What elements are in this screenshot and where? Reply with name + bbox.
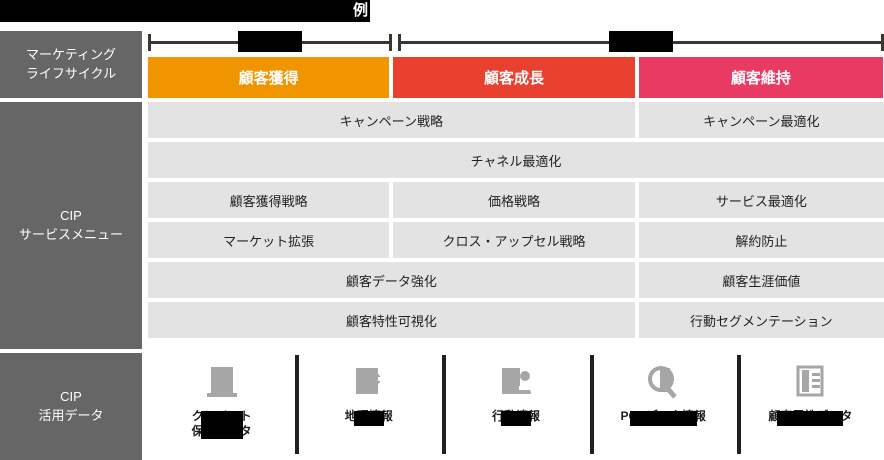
service-menu-cell-label: 価格戦略 [487, 193, 540, 209]
map-location-icon [352, 361, 386, 407]
lifecycle-stage-3[interactable]: 顧客維持 [638, 57, 883, 98]
service-menu-cell[interactable]: 顧客データ強化 [148, 262, 635, 298]
service-menu-cell[interactable]: 顧客特性可視化 [148, 302, 635, 338]
bracket-cap-right [880, 34, 884, 51]
bracket-new-customer: 新規顧客 [148, 31, 393, 53]
magnifier-search-icon [646, 361, 680, 407]
service-menu-cell-label: 顧客特性可視化 [345, 313, 437, 329]
cip-data-column[interactable]: 地理情報 [295, 353, 442, 460]
service-menu-row: 顧客獲得戦略 価格戦略 サービス最適化 [148, 182, 884, 218]
service-menu-cell[interactable]: 顧客獲得戦略 [148, 182, 390, 218]
bracket-label-existing-customer: 既存顧客 [608, 31, 673, 52]
cip-data-label: POSデータ情報 [621, 409, 706, 426]
service-menu-cell[interactable]: マーケット拡張 [148, 222, 390, 258]
service-menu-cell-label: 解約防止 [735, 233, 788, 249]
row-header-cip-service-menu: CIP サービスメニュー [0, 102, 142, 349]
service-menu-cell-label: 顧客生涯価値 [722, 273, 801, 289]
person-profile-icon [499, 361, 533, 407]
title-redaction-bar [0, 0, 353, 22]
service-menu-cell[interactable]: 顧客生涯価値 [638, 262, 884, 298]
service-menu-row: マーケット拡張 クロス・アップセル戦略 解約防止 [148, 222, 884, 258]
service-menu-row: 顧客特性可視化 行動セグメンテーション [148, 302, 884, 338]
service-menu-row: チャネル最適化 [148, 142, 884, 178]
service-menu-cell-label: チャネル最適化 [470, 153, 562, 169]
lifecycle-stage-label: 顧客成長 [484, 70, 545, 87]
title-visible-suffix: 例 [352, 2, 368, 19]
service-menu-row: 顧客データ強化 顧客生涯価値 [148, 262, 884, 298]
cip-data-label: 行動情報 [492, 409, 540, 426]
cip-data-columns: クレジット 保有データ 地理情報 行動情報 POSデータ情報 顧客属性データ [148, 353, 884, 460]
lifecycle-stage-label: 顧客維持 [730, 70, 791, 87]
bracket-band: 新規顧客 既存顧客 [148, 31, 884, 53]
cip-data-column[interactable]: 行動情報 [442, 353, 589, 460]
service-menu-cell-label: 顧客データ強化 [345, 273, 437, 289]
cip-data-column[interactable]: POSデータ情報 [589, 353, 737, 460]
service-menu-cell[interactable]: 解約防止 [638, 222, 884, 258]
service-menu-cell[interactable]: 価格戦略 [393, 182, 635, 218]
label-redaction-bar [501, 411, 532, 426]
label-redaction-bar [353, 411, 384, 426]
service-menu-cell[interactable]: キャンペーン戦略 [148, 102, 635, 138]
label-redaction-bar [629, 411, 697, 426]
service-menu-cell-label: 顧客獲得戦略 [229, 193, 308, 209]
cip-data-label: 地理情報 [345, 409, 393, 426]
service-menu-cell[interactable]: サービス最適化 [638, 182, 884, 218]
label-redaction-bar [200, 411, 243, 439]
lifecycle-stage-bars: 顧客獲得 顧客成長 顧客維持 [148, 57, 884, 98]
cip-data-label: 顧客属性データ [768, 409, 852, 426]
row-header-cip-data: CIP 活用データ [0, 353, 142, 460]
lifecycle-stage-1[interactable]: 顧客獲得 [148, 57, 390, 98]
lifecycle-stage-label: 顧客獲得 [238, 70, 299, 87]
bracket-cap-right [389, 34, 393, 51]
service-menu-cell[interactable]: チャネル最適化 [148, 142, 884, 178]
service-menu-cell-label: マーケット拡張 [223, 233, 315, 249]
bracket-label-new-customer: 新規顧客 [238, 31, 303, 52]
bracket-existing-customer: 既存顧客 [397, 31, 884, 53]
credit-card-icon [205, 361, 239, 407]
service-menu-cell-label: サービス最適化 [715, 193, 807, 209]
bracket-cap-left [148, 34, 151, 51]
service-menu-cell-label: 行動セグメンテーション [689, 313, 833, 329]
service-menu-cell-label: クロス・アップセル戦略 [442, 233, 586, 249]
cip-data-column[interactable]: 顧客属性データ [736, 353, 884, 460]
service-menu-cell-label: キャンペーン戦略 [339, 113, 443, 129]
row-header-marketing-lifecycle: マーケティング ライフサイクル [0, 31, 142, 98]
cip-data-label: クレジット 保有データ [192, 409, 252, 439]
diagram-title: 例 [0, 0, 370, 22]
service-menu-row: キャンペーン戦略 キャンペーン最適化 [148, 102, 884, 138]
document-list-icon [793, 361, 827, 407]
service-menu-cell[interactable]: クロス・アップセル戦略 [393, 222, 635, 258]
service-menu-cell[interactable]: 行動セグメンテーション [638, 302, 884, 338]
service-menu-cell[interactable]: キャンペーン最適化 [638, 102, 884, 138]
bracket-cap-left [397, 34, 401, 51]
lifecycle-stage-2[interactable]: 顧客成長 [393, 57, 635, 98]
service-menu-cell-label: キャンペーン最適化 [703, 113, 820, 129]
service-menu-grid: キャンペーン戦略 キャンペーン最適化チャネル最適化顧客獲得戦略 価格戦略 サービス最適… [148, 102, 884, 342]
label-redaction-bar [777, 411, 844, 426]
cip-data-column[interactable]: クレジット 保有データ [148, 353, 295, 460]
